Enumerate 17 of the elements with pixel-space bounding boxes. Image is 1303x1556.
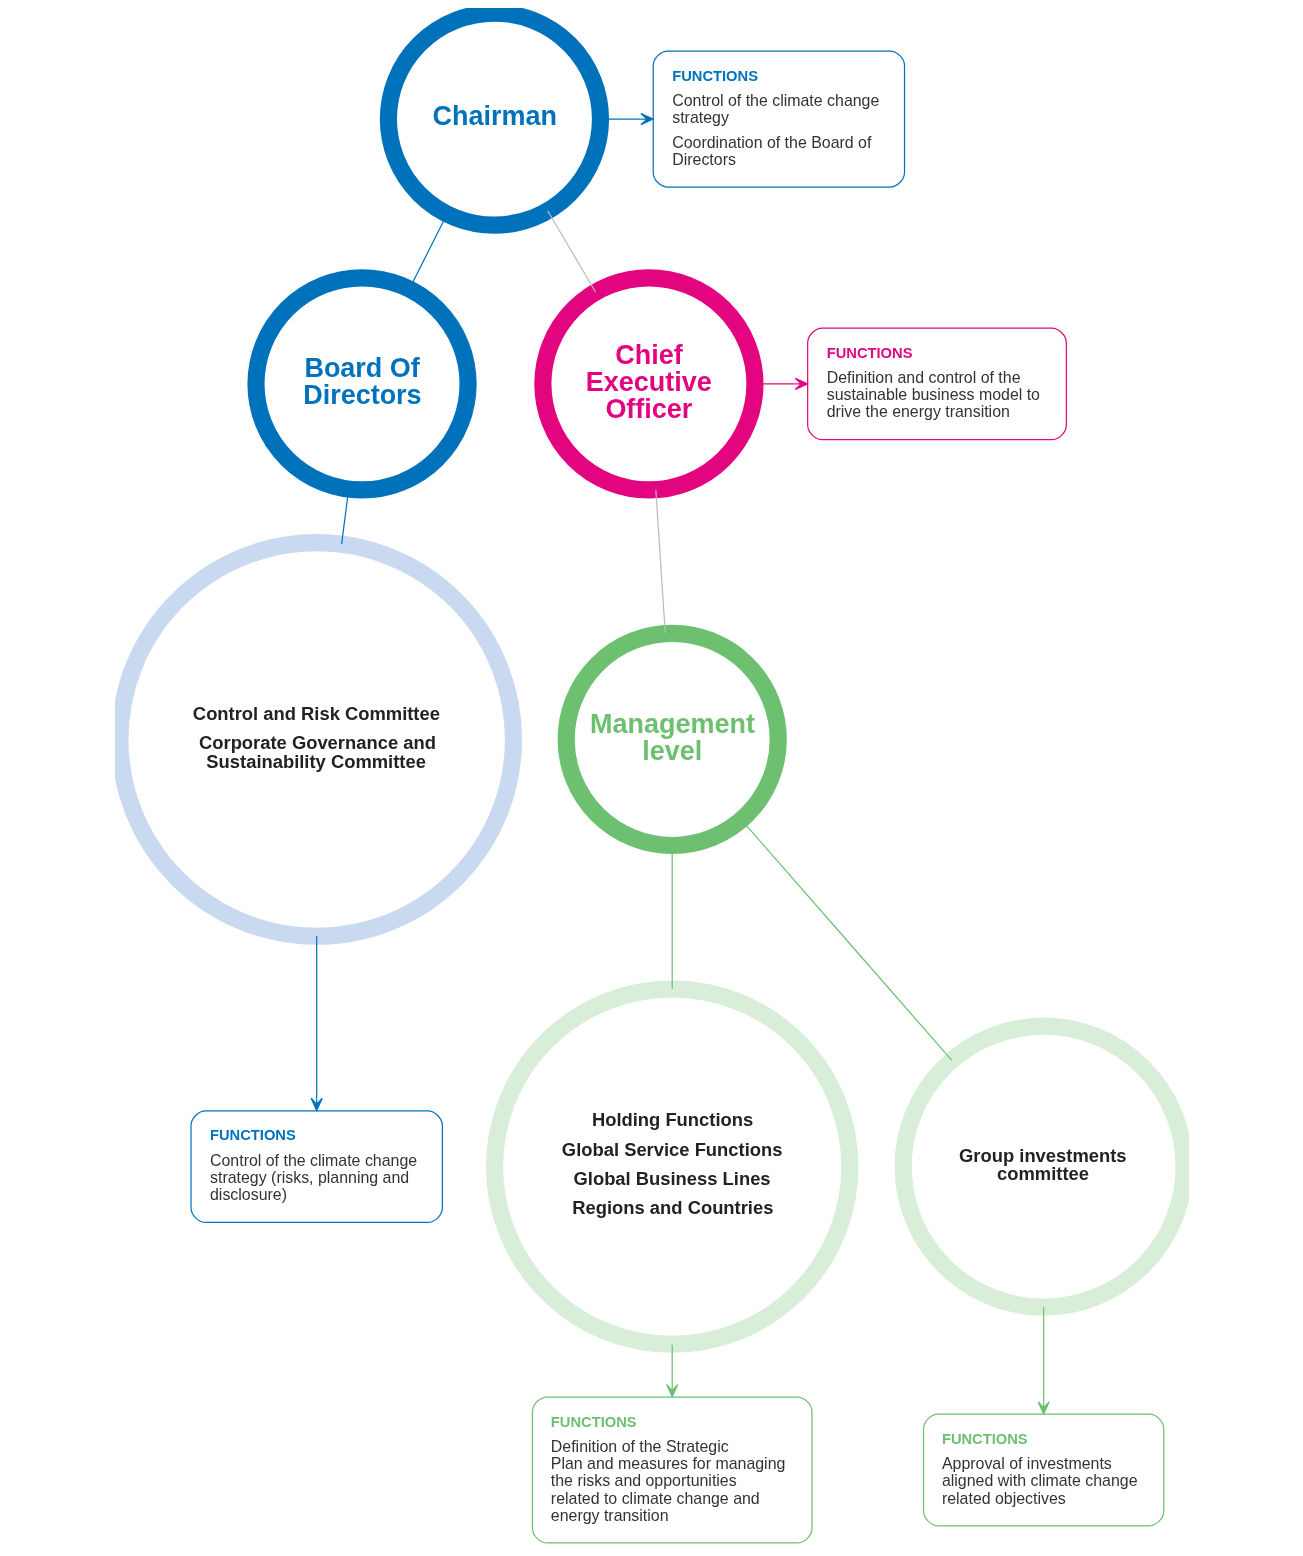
node-circle: Chairman [379,8,609,234]
node-box: FUNCTIONS Control of the climate change strategy Coordination of the Board of Directors [652,50,905,188]
node-circle: Management level [557,624,787,855]
connector [654,489,666,634]
node-circle: Chief Executive Officer [533,269,764,499]
node-circle: Holding Functions Global Service Functions Global Business Lines Regions and Countries [485,980,858,1353]
arrow [665,1344,678,1398]
node-box: FUNCTIONS Definition of the Strategic Plan and measures for managing the risks and opportunities related to climate change and energy transition [531,1396,813,1544]
arrow [1037,1306,1050,1415]
node-circle: Control and Risk Committee Corporate Governance and Sustainability Committee [114,534,522,945]
node-box: FUNCTIONS Definition and control of the sustainable business model to drive the energy transition [806,327,1067,441]
arrow [310,935,323,1112]
node-circle: Board Of Directors [246,269,477,499]
node-box: FUNCTIONS Control of the climate change strategy (risks, planning and disclosure) [189,1110,443,1224]
connector [546,210,596,293]
node-box: FUNCTIONS Approval of investments aligned with climate change related objectives [922,1413,1164,1527]
node-circle: Group investments committee [894,1017,1189,1316]
